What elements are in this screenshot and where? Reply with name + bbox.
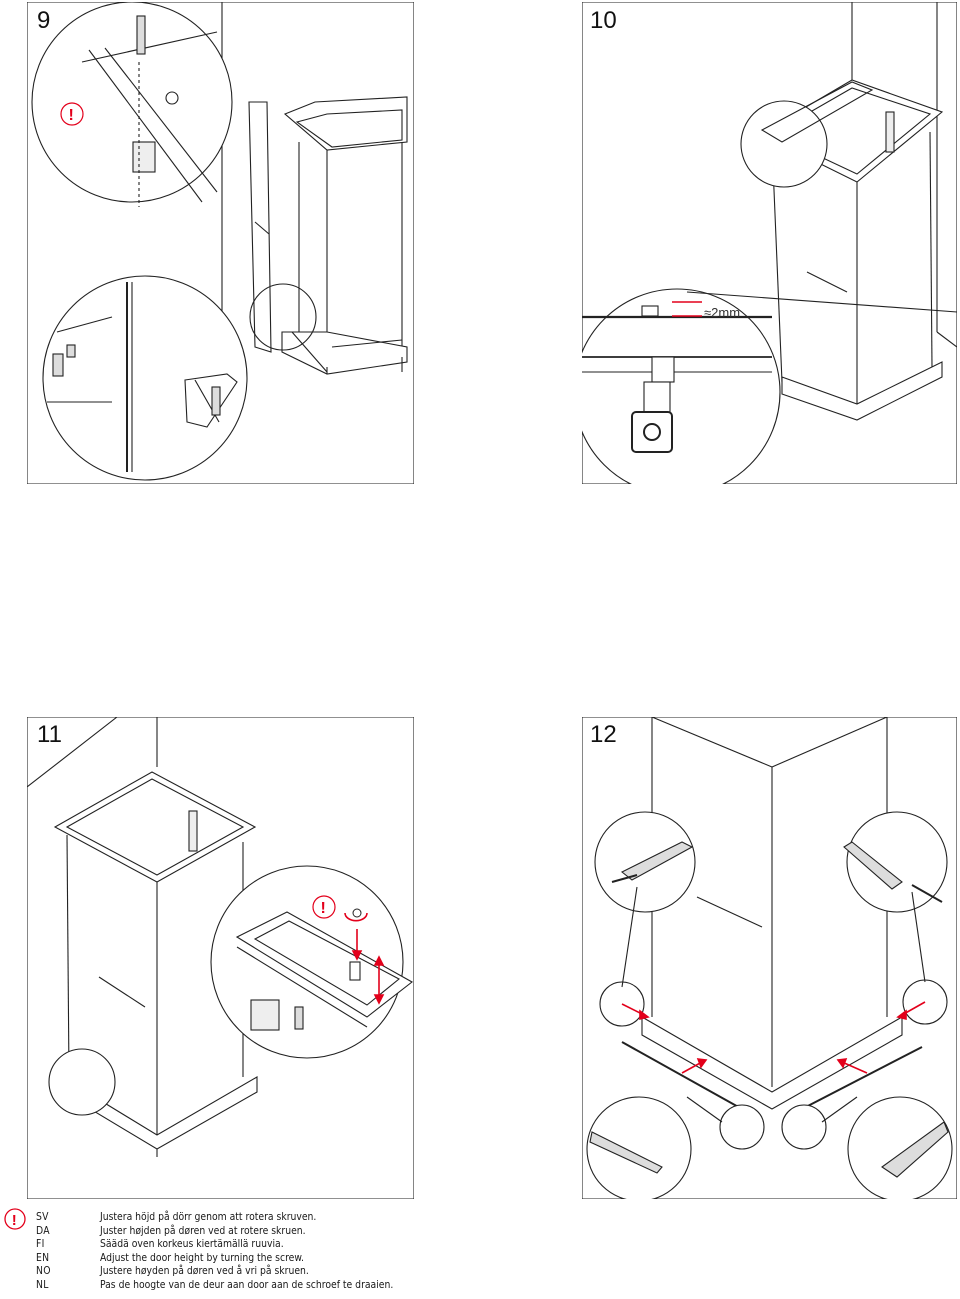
step-10-illustration [582,2,957,484]
instruction-text-nl: Pas de hoogte van de deur aan door aan d… [100,1278,394,1291]
step-number: 9 [37,7,51,34]
step-10-panel: 10 ≈2mm [582,2,957,484]
step-number: 11 [37,721,62,748]
instruction-text-no: Justere høyden på døren ved å vri på skr… [100,1265,309,1278]
svg-text:!: ! [321,900,326,917]
lang-code-nl: NL [36,1278,49,1291]
lang-code-no: NO [36,1265,51,1278]
warning-ring-icon [312,895,336,919]
step-number: 10 [590,7,617,34]
warning-ring-icon [60,102,84,126]
language-codes: SV DA FI EN NO NL [36,1211,86,1293]
step-12-panel: 12 [582,717,957,1199]
step-12-illustration [582,717,957,1199]
step-9-illustration: ! [27,2,414,484]
rotate-arrow-icon [344,912,368,922]
warning-exclamation-icon: ! [4,1208,26,1230]
lang-code-fi: FI [36,1238,45,1251]
gap-measurement-label: ≈2mm [704,305,741,320]
step-number: 12 [590,721,617,748]
instruction-text-da: Juster højden på døren ved at rotere skr… [100,1224,306,1237]
instruction-text-fi: Säädä oven korkeus kiertämällä ruuvia. [100,1238,284,1251]
instruction-texts: Justera höjd på dörr genom att rotera sk… [100,1211,660,1293]
svg-text:!: ! [69,107,74,124]
svg-text:!: ! [12,1212,17,1229]
step-11-panel: ! 11 [27,717,414,1199]
step-9-panel: ! 9 [27,2,414,484]
lang-code-da: DA [36,1224,50,1237]
lang-code-en: EN [36,1251,50,1264]
instruction-text-en: Adjust the door height by turning the sc… [100,1251,304,1264]
step-11-illustration: ! [27,717,414,1199]
lang-code-sv: SV [36,1211,49,1223]
instruction-text-sv: Justera höjd på dörr genom att rotera sk… [100,1211,317,1223]
